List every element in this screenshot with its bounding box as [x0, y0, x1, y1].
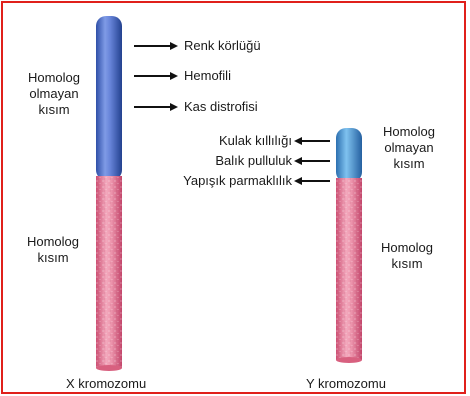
- y-chromosome: [336, 128, 362, 363]
- label-line: Homolog: [374, 124, 444, 140]
- gene-balik-pulluluk: Balık pulluluk: [215, 153, 292, 169]
- x-chromosome-caption: X kromozomu: [66, 376, 146, 392]
- label-line: olmayan: [374, 140, 444, 156]
- gene-kas-distrofisi: Kas distrofisi: [184, 99, 258, 115]
- gene-yapisik-parmaklilik: Yapışık parmaklılık: [183, 173, 292, 189]
- label-line: olmayan: [22, 86, 86, 102]
- y-chromosome-caption: Y kromozomu: [306, 376, 386, 392]
- gene-renk-korlugu: Renk körlüğü: [184, 38, 261, 54]
- y-non-homologous-label: Homolog olmayan kısım: [374, 124, 444, 172]
- label-line: kısım: [374, 156, 444, 172]
- label-line: kısım: [372, 256, 442, 272]
- x-homologous-label: Homolog kısım: [20, 234, 86, 266]
- x-non-homologous-segment: [96, 16, 122, 180]
- gene-kulak-killiligi: Kulak kıllılığı: [219, 133, 292, 149]
- label-line: Homolog: [372, 240, 442, 256]
- label-line: Homolog: [20, 234, 86, 250]
- x-chromosome: [96, 16, 122, 371]
- gene-hemofili: Hemofili: [184, 68, 231, 84]
- y-non-homologous-segment: [336, 128, 362, 182]
- label-line: Homolog: [22, 70, 86, 86]
- x-gene-arrows: [134, 46, 176, 107]
- label-line: kısım: [22, 102, 86, 118]
- y-homologous-label: Homolog kısım: [372, 240, 442, 272]
- x-non-homologous-label: Homolog olmayan kısım: [22, 70, 86, 118]
- y-gene-arrows: [296, 141, 330, 181]
- label-line: kısım: [20, 250, 86, 266]
